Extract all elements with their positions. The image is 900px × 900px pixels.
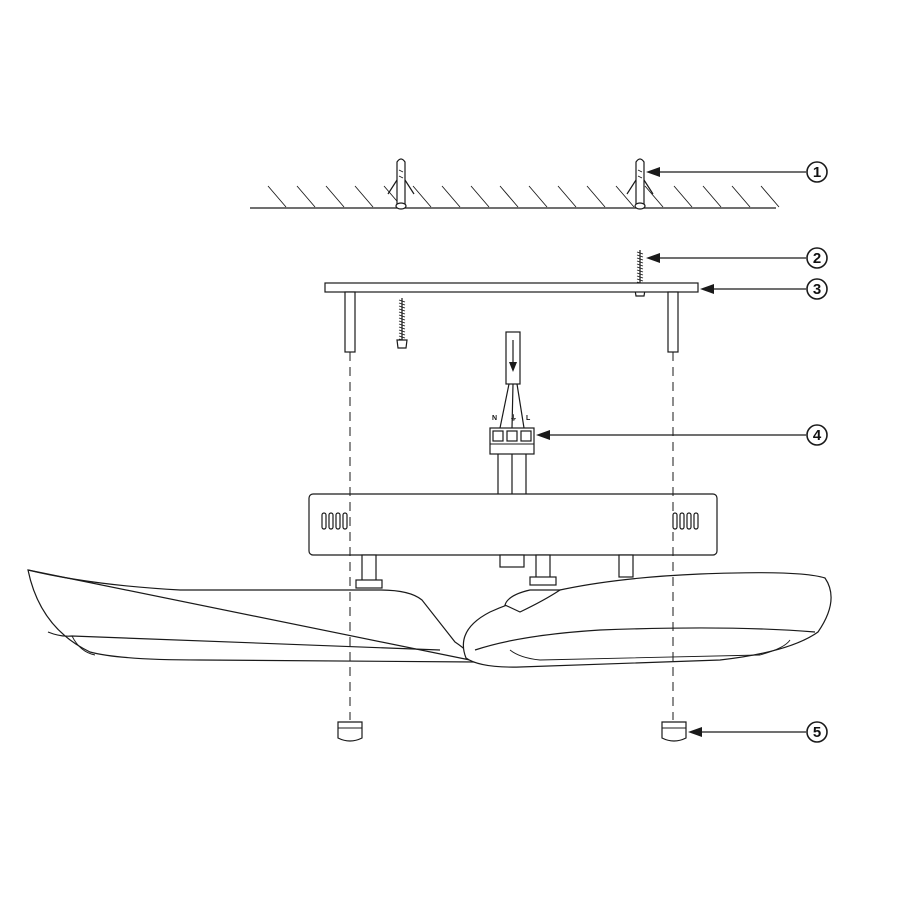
screw-thread xyxy=(636,275,644,279)
screw-thread xyxy=(398,317,406,321)
screw-thread xyxy=(636,254,644,258)
callout-3: 3 xyxy=(806,278,828,300)
screw-thread xyxy=(636,269,644,273)
hatch-line xyxy=(528,185,548,208)
screw-thread xyxy=(636,278,644,282)
screw-thread xyxy=(636,251,644,255)
terminal-label-center: ⏚ xyxy=(510,414,517,422)
end-cap-right xyxy=(661,721,687,742)
hatch-line xyxy=(296,185,316,208)
ceiling-hatching xyxy=(267,185,780,208)
fan-motor-housing xyxy=(308,493,718,589)
callout-2: 2 xyxy=(806,247,828,269)
screw-thread xyxy=(398,323,406,327)
hatch-line xyxy=(441,185,461,208)
terminal-label-right: L xyxy=(526,415,531,422)
mounting-plate xyxy=(324,282,699,353)
ceiling xyxy=(250,185,780,209)
hatch-line xyxy=(354,185,374,208)
hatch-line xyxy=(412,185,432,208)
callout-5-label: 5 xyxy=(813,724,821,741)
hatch-line xyxy=(644,185,664,208)
callout-5: 5 xyxy=(806,721,828,743)
screw-thread xyxy=(636,260,644,264)
screw-thread xyxy=(398,314,406,318)
screw-thread xyxy=(398,335,406,339)
plate-post-right xyxy=(667,291,679,353)
end-cap-left xyxy=(337,721,363,742)
screw-thread xyxy=(398,326,406,330)
screw-thread xyxy=(398,332,406,336)
hatch-line xyxy=(557,185,577,208)
hatch-line xyxy=(760,185,780,208)
hatch-line xyxy=(325,185,345,208)
mounting-plate-bar xyxy=(324,282,699,293)
hatch-line xyxy=(702,185,722,208)
wall-plug-left xyxy=(387,158,415,210)
down-arrow-icon xyxy=(509,362,517,372)
screw-thread xyxy=(636,257,644,261)
screw-thread xyxy=(398,308,406,312)
terminal-block: N ⏚ L xyxy=(489,414,535,494)
screw-left xyxy=(396,298,408,349)
hatch-line xyxy=(470,185,490,208)
screw-thread xyxy=(636,266,644,270)
hatch-line xyxy=(615,185,635,208)
hatch-line xyxy=(267,185,287,208)
screw-thread xyxy=(398,305,406,309)
terminal-label-left: N xyxy=(492,415,497,422)
callout-2-label: 2 xyxy=(813,250,821,267)
hatch-line xyxy=(499,185,519,208)
fan-blade-left xyxy=(27,569,478,663)
hatch-line xyxy=(586,185,606,208)
screw-thread xyxy=(398,302,406,306)
leader-lines xyxy=(536,167,806,737)
screw-thread xyxy=(398,329,406,333)
screw-thread xyxy=(398,311,406,315)
screw-thread xyxy=(636,272,644,276)
callout-3-label: 3 xyxy=(813,281,821,298)
screw-thread xyxy=(398,320,406,324)
hatch-line xyxy=(673,185,693,208)
callout-4: 4 xyxy=(806,424,828,446)
vent-slots-right xyxy=(672,512,699,530)
supply-cable xyxy=(499,331,525,429)
plate-post-left xyxy=(344,291,356,353)
callout-1: 1 xyxy=(806,161,828,183)
vent-slots-left xyxy=(321,512,348,530)
screw-thread xyxy=(636,263,644,267)
screw-thread xyxy=(398,299,406,303)
wall-plug-right xyxy=(626,158,654,210)
callout-4-label: 4 xyxy=(813,427,822,444)
callout-1-label: 1 xyxy=(813,164,821,181)
hatch-line xyxy=(731,185,751,208)
fan-blade-right xyxy=(462,572,832,668)
motor-box xyxy=(308,493,718,556)
